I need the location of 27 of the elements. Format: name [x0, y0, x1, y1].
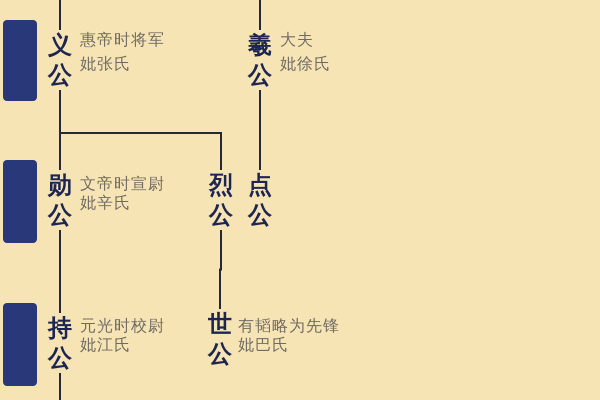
note-text: 文帝时宣尉	[80, 174, 165, 194]
ancestor-name: 羲公	[248, 30, 272, 90]
ancestor-name: 持公	[48, 313, 72, 373]
connector-line	[259, 0, 261, 30]
side-tab	[3, 20, 37, 101]
note-text: 大夫	[280, 30, 314, 50]
side-tab	[3, 160, 37, 243]
note-text: 妣张氏	[80, 54, 131, 74]
note-text: 元光时校尉	[80, 316, 165, 336]
note-text: 有韬略为先锋	[238, 316, 340, 336]
ancestor-name: 点公	[248, 170, 272, 230]
note-text: 妣巴氏	[238, 335, 289, 354]
ancestor-name: 世公	[208, 309, 232, 369]
connector-line	[59, 230, 61, 313]
note-text: 妣江氏	[80, 335, 131, 354]
connector-line	[219, 230, 222, 309]
connector-line	[259, 90, 261, 170]
note-text: 妣辛氏	[80, 193, 131, 212]
ancestor-name: 勋公	[48, 170, 72, 230]
note-text: 惠帝时将军	[80, 30, 165, 50]
connector-line	[59, 0, 61, 30]
connector-line	[59, 373, 61, 400]
ancestor-name: 义公	[48, 30, 72, 90]
note-text: 妣徐氏	[280, 54, 331, 74]
side-tab	[3, 303, 37, 386]
connector-line	[59, 90, 222, 170]
ancestor-name: 烈公	[209, 170, 233, 230]
